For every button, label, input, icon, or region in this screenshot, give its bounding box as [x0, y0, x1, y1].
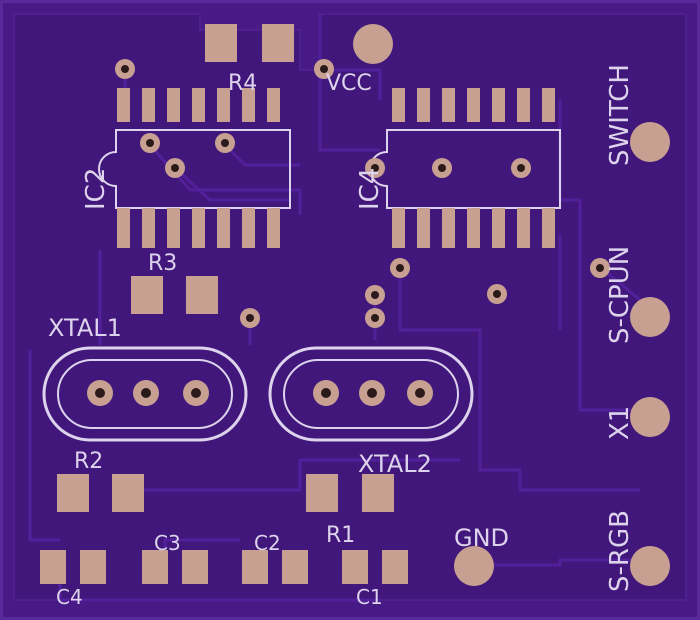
ic2-footprint	[98, 88, 291, 248]
switch-pad	[630, 122, 670, 162]
label-xtal1: XTAL1	[48, 314, 122, 342]
c3-pad-2	[182, 550, 208, 584]
silkscreen-labels: R4 VCC IC2 IC4 R3 XTAL1 XTAL2 R2 R1 C3 C…	[48, 64, 635, 609]
label-ic4: IC4	[355, 168, 385, 210]
smd-pads	[40, 24, 408, 584]
label-c4: C4	[56, 585, 83, 609]
label-gnd: GND	[454, 524, 509, 552]
c4-pad-1	[40, 550, 66, 584]
xtal2-footprint	[268, 346, 474, 442]
r3-pad-2	[186, 276, 218, 314]
r4-pad-2	[262, 24, 294, 62]
label-r2: R2	[74, 449, 103, 474]
ic2-bottom-pads	[117, 208, 280, 248]
xtal1-footprint	[42, 346, 248, 442]
ic2-top-pads	[117, 88, 280, 122]
c4-pad-2	[80, 550, 106, 584]
label-switch: SWITCH	[605, 64, 635, 166]
gnd-pad	[454, 546, 494, 586]
c2-pad-1	[242, 550, 268, 584]
label-r1: R1	[326, 523, 355, 548]
label-r3: R3	[148, 251, 177, 276]
s-cpun-pad	[630, 297, 670, 337]
x1-pad	[630, 397, 670, 437]
copper-pour	[13, 13, 687, 601]
connector-pads	[353, 24, 670, 586]
label-vcc: VCC	[326, 71, 372, 96]
c1-pad-2	[382, 550, 408, 584]
s-rgb-pad	[630, 546, 670, 586]
label-x1: X1	[605, 406, 635, 440]
r1-pad-1	[306, 474, 338, 512]
ic4-bottom-pads	[392, 208, 555, 248]
r2-pad-2	[112, 474, 144, 512]
r1-pad-2	[362, 474, 394, 512]
through-hole-pads	[87, 380, 433, 406]
label-s-cpun: S-CPUN	[605, 246, 635, 344]
vias	[115, 59, 610, 328]
label-c3: C3	[154, 531, 181, 555]
label-ic2: IC2	[81, 168, 111, 210]
label-c2: C2	[254, 531, 281, 555]
label-r4: R4	[228, 71, 257, 96]
vcc-pad	[353, 24, 393, 64]
r2-pad-1	[57, 474, 89, 512]
r3-pad-1	[131, 276, 163, 314]
ic2-outline	[98, 129, 291, 209]
label-xtal2: XTAL2	[358, 450, 432, 478]
c3-pad-1	[142, 550, 168, 584]
ic4-footprint	[369, 88, 561, 248]
label-s-rgb: S-RGB	[605, 510, 635, 592]
r4-pad-1	[205, 24, 237, 62]
c1-pad-1	[342, 550, 368, 584]
c2-pad-2	[282, 550, 308, 584]
ic4-top-pads	[392, 88, 555, 122]
label-c1: C1	[356, 585, 383, 609]
